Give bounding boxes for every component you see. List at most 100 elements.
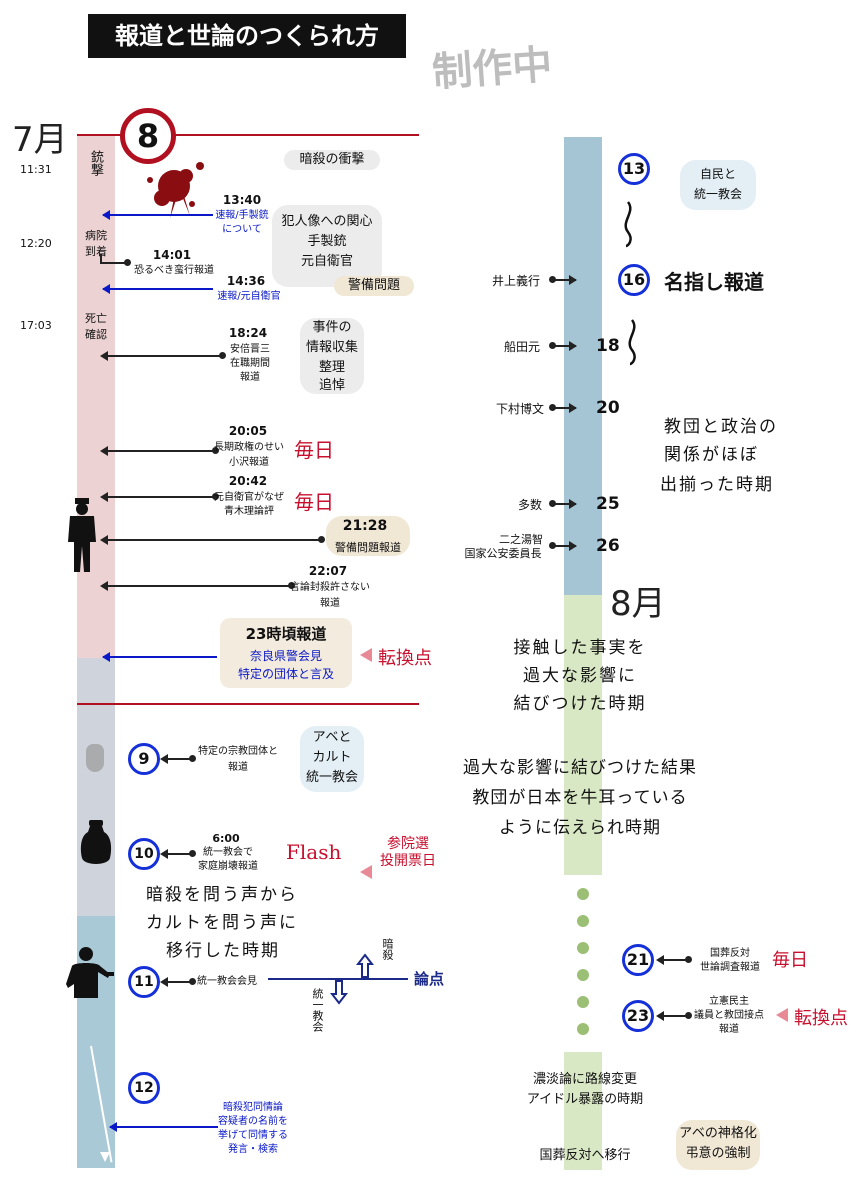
person-inoue-arrow bbox=[549, 275, 577, 285]
day11-arrow-dot bbox=[189, 978, 196, 985]
report-1401-text: 恐るべき蛮行報道 bbox=[134, 265, 214, 276]
day10-election2: 投開票日 bbox=[380, 853, 436, 869]
turning-triangle bbox=[360, 648, 372, 662]
month-august: 8月 bbox=[610, 584, 666, 624]
report-1824-arrow bbox=[103, 355, 221, 357]
day9-cloud-1: アベと bbox=[312, 730, 352, 745]
person-many: 多数 bbox=[518, 498, 543, 512]
aug-text1-1: 接触した事実を bbox=[513, 638, 647, 658]
day13-cloud-1: 自民と bbox=[699, 167, 736, 181]
issue-down-label: 統一教会 bbox=[311, 988, 324, 1032]
report-2042-paper: 毎日 bbox=[294, 490, 334, 514]
report-2005-time: 20:05 bbox=[228, 424, 268, 438]
day23-text3: 報道 bbox=[719, 1024, 739, 1035]
report-2207-text1: 言論封殺許さない bbox=[290, 582, 370, 593]
day23-triangle bbox=[776, 1008, 788, 1022]
report-1340-arrow bbox=[102, 210, 213, 220]
report-2005-head bbox=[100, 446, 108, 456]
day21-arrow-dot bbox=[685, 956, 692, 963]
report-2005-text1: 長期政権のせい bbox=[214, 442, 284, 453]
phase-shift-text-1: 暗殺を問う声から bbox=[146, 885, 298, 905]
report-2005-text2: 小沢報道 bbox=[229, 457, 269, 468]
bottom1-text-2: アイドル暴露の時期 bbox=[526, 1092, 644, 1107]
day23-text2: 議員と教団接点 bbox=[694, 1010, 764, 1021]
report-2207-text2: 報道 bbox=[320, 598, 340, 609]
report-1824-text1: 安倍晋三 bbox=[230, 344, 270, 355]
report-2042-head bbox=[100, 492, 108, 502]
turning-line1: 奈良県警会見 bbox=[249, 649, 322, 663]
band-gun: 手製銃 bbox=[307, 234, 347, 249]
day8-circle: 8 bbox=[120, 108, 176, 164]
band-shock: 暗殺の衝撃 bbox=[284, 150, 380, 170]
band-info-2: 情報収集 bbox=[305, 340, 358, 355]
day9-cloud-2: カルト bbox=[312, 750, 352, 765]
issue-axis bbox=[268, 978, 408, 980]
report-1401-arrow bbox=[102, 262, 126, 264]
person-ninoyu-title: 国家公安委員長 bbox=[464, 547, 542, 560]
band-interest bbox=[272, 205, 382, 287]
report-1824-dot bbox=[219, 352, 226, 359]
day21-circle: 21 bbox=[622, 944, 654, 976]
bottom3-text-2: 弔意の強制 bbox=[685, 1146, 751, 1161]
report-2128-time: 21:28 bbox=[342, 518, 388, 534]
day25-label: 25 bbox=[596, 494, 620, 514]
arrow-down-icon bbox=[330, 980, 348, 1005]
day9-text2: 報道 bbox=[228, 762, 248, 773]
day23-arrow bbox=[658, 1015, 688, 1017]
report-1824-text2: 在職期間 bbox=[230, 358, 270, 369]
arrow-up-icon bbox=[356, 953, 374, 978]
day10-election1: 参院選 bbox=[387, 836, 429, 852]
day23-arrow-head bbox=[656, 1011, 664, 1021]
time-1703: 17:03 bbox=[20, 319, 52, 332]
report-2128-text: 警備問題報道 bbox=[335, 541, 401, 554]
report-1401-line bbox=[100, 254, 102, 264]
wave-icon-1 bbox=[624, 201, 632, 248]
report-2207-time: 22:07 bbox=[308, 564, 348, 578]
day23-circle: 23 bbox=[622, 1000, 654, 1032]
band-info-4: 追悼 bbox=[318, 378, 345, 393]
bottom2-text: 国葬反対へ移行 bbox=[539, 1148, 631, 1163]
timeline-bar-gray bbox=[77, 658, 115, 916]
person-ninoyu-arrow bbox=[549, 541, 577, 551]
report-1340-time: 13:40 bbox=[222, 193, 262, 207]
report-2128-dot bbox=[318, 536, 325, 543]
report-2042-text2: 青木理論評 bbox=[224, 506, 274, 517]
aug-text1-2: 過大な影響に bbox=[523, 666, 637, 686]
timeline-bar-july8 bbox=[77, 135, 115, 658]
month-july: 7月 bbox=[12, 120, 68, 160]
ellipsis-dot-2 bbox=[577, 915, 589, 927]
turning-label: 転換点 bbox=[378, 648, 432, 669]
day-divider-mid bbox=[77, 703, 419, 705]
report-2207-head bbox=[100, 581, 108, 591]
report-2128-head bbox=[100, 535, 108, 545]
time-1131: 11:31 bbox=[20, 163, 52, 176]
person-inoue: 井上義行 bbox=[492, 274, 541, 288]
day12-text-1: 暗殺犯同情論 bbox=[223, 1102, 283, 1113]
person-ninoyu: 二之湯智 bbox=[499, 533, 543, 546]
report-1824-head bbox=[100, 351, 108, 361]
report-2207-dot bbox=[288, 582, 295, 589]
aug-text2-3: ように伝えられ時期 bbox=[499, 818, 661, 838]
day13-cloud-2: 統一教会 bbox=[693, 187, 742, 201]
report-2128-arrow bbox=[103, 539, 321, 541]
day23-label: 転換点 bbox=[794, 1008, 848, 1029]
day21-text1: 国葬反対 bbox=[710, 948, 750, 959]
report-2042-dot bbox=[212, 493, 219, 500]
report-2042-text1: 元自衛官がなぜ bbox=[214, 492, 284, 503]
report-2005-arrow bbox=[103, 450, 215, 452]
report-2128-cloud bbox=[326, 516, 410, 556]
bottom3-cloud bbox=[676, 1120, 760, 1170]
event-death: 死亡確認 bbox=[85, 312, 107, 341]
band-interest-label: 犯人像への関心 bbox=[281, 214, 373, 229]
aug-text2-2: 教団が日本を牛耳っている bbox=[472, 788, 688, 808]
report-2042-time: 20:42 bbox=[228, 474, 268, 488]
phase-shift-text-2: カルトを問う声に bbox=[146, 913, 298, 933]
day10-arrow-dot bbox=[189, 850, 196, 857]
day9-circle: 9 bbox=[128, 743, 160, 775]
period1-text-3: 出揃った時期 bbox=[660, 475, 774, 495]
day10-flash: Flash bbox=[286, 840, 342, 864]
ellipsis-dot-5 bbox=[577, 996, 589, 1008]
diagonal-arrow-head bbox=[100, 1152, 110, 1162]
page-title: 報道と世論のつくられ方 bbox=[88, 14, 406, 58]
day21-text2: 世論調査報道 bbox=[700, 962, 760, 973]
